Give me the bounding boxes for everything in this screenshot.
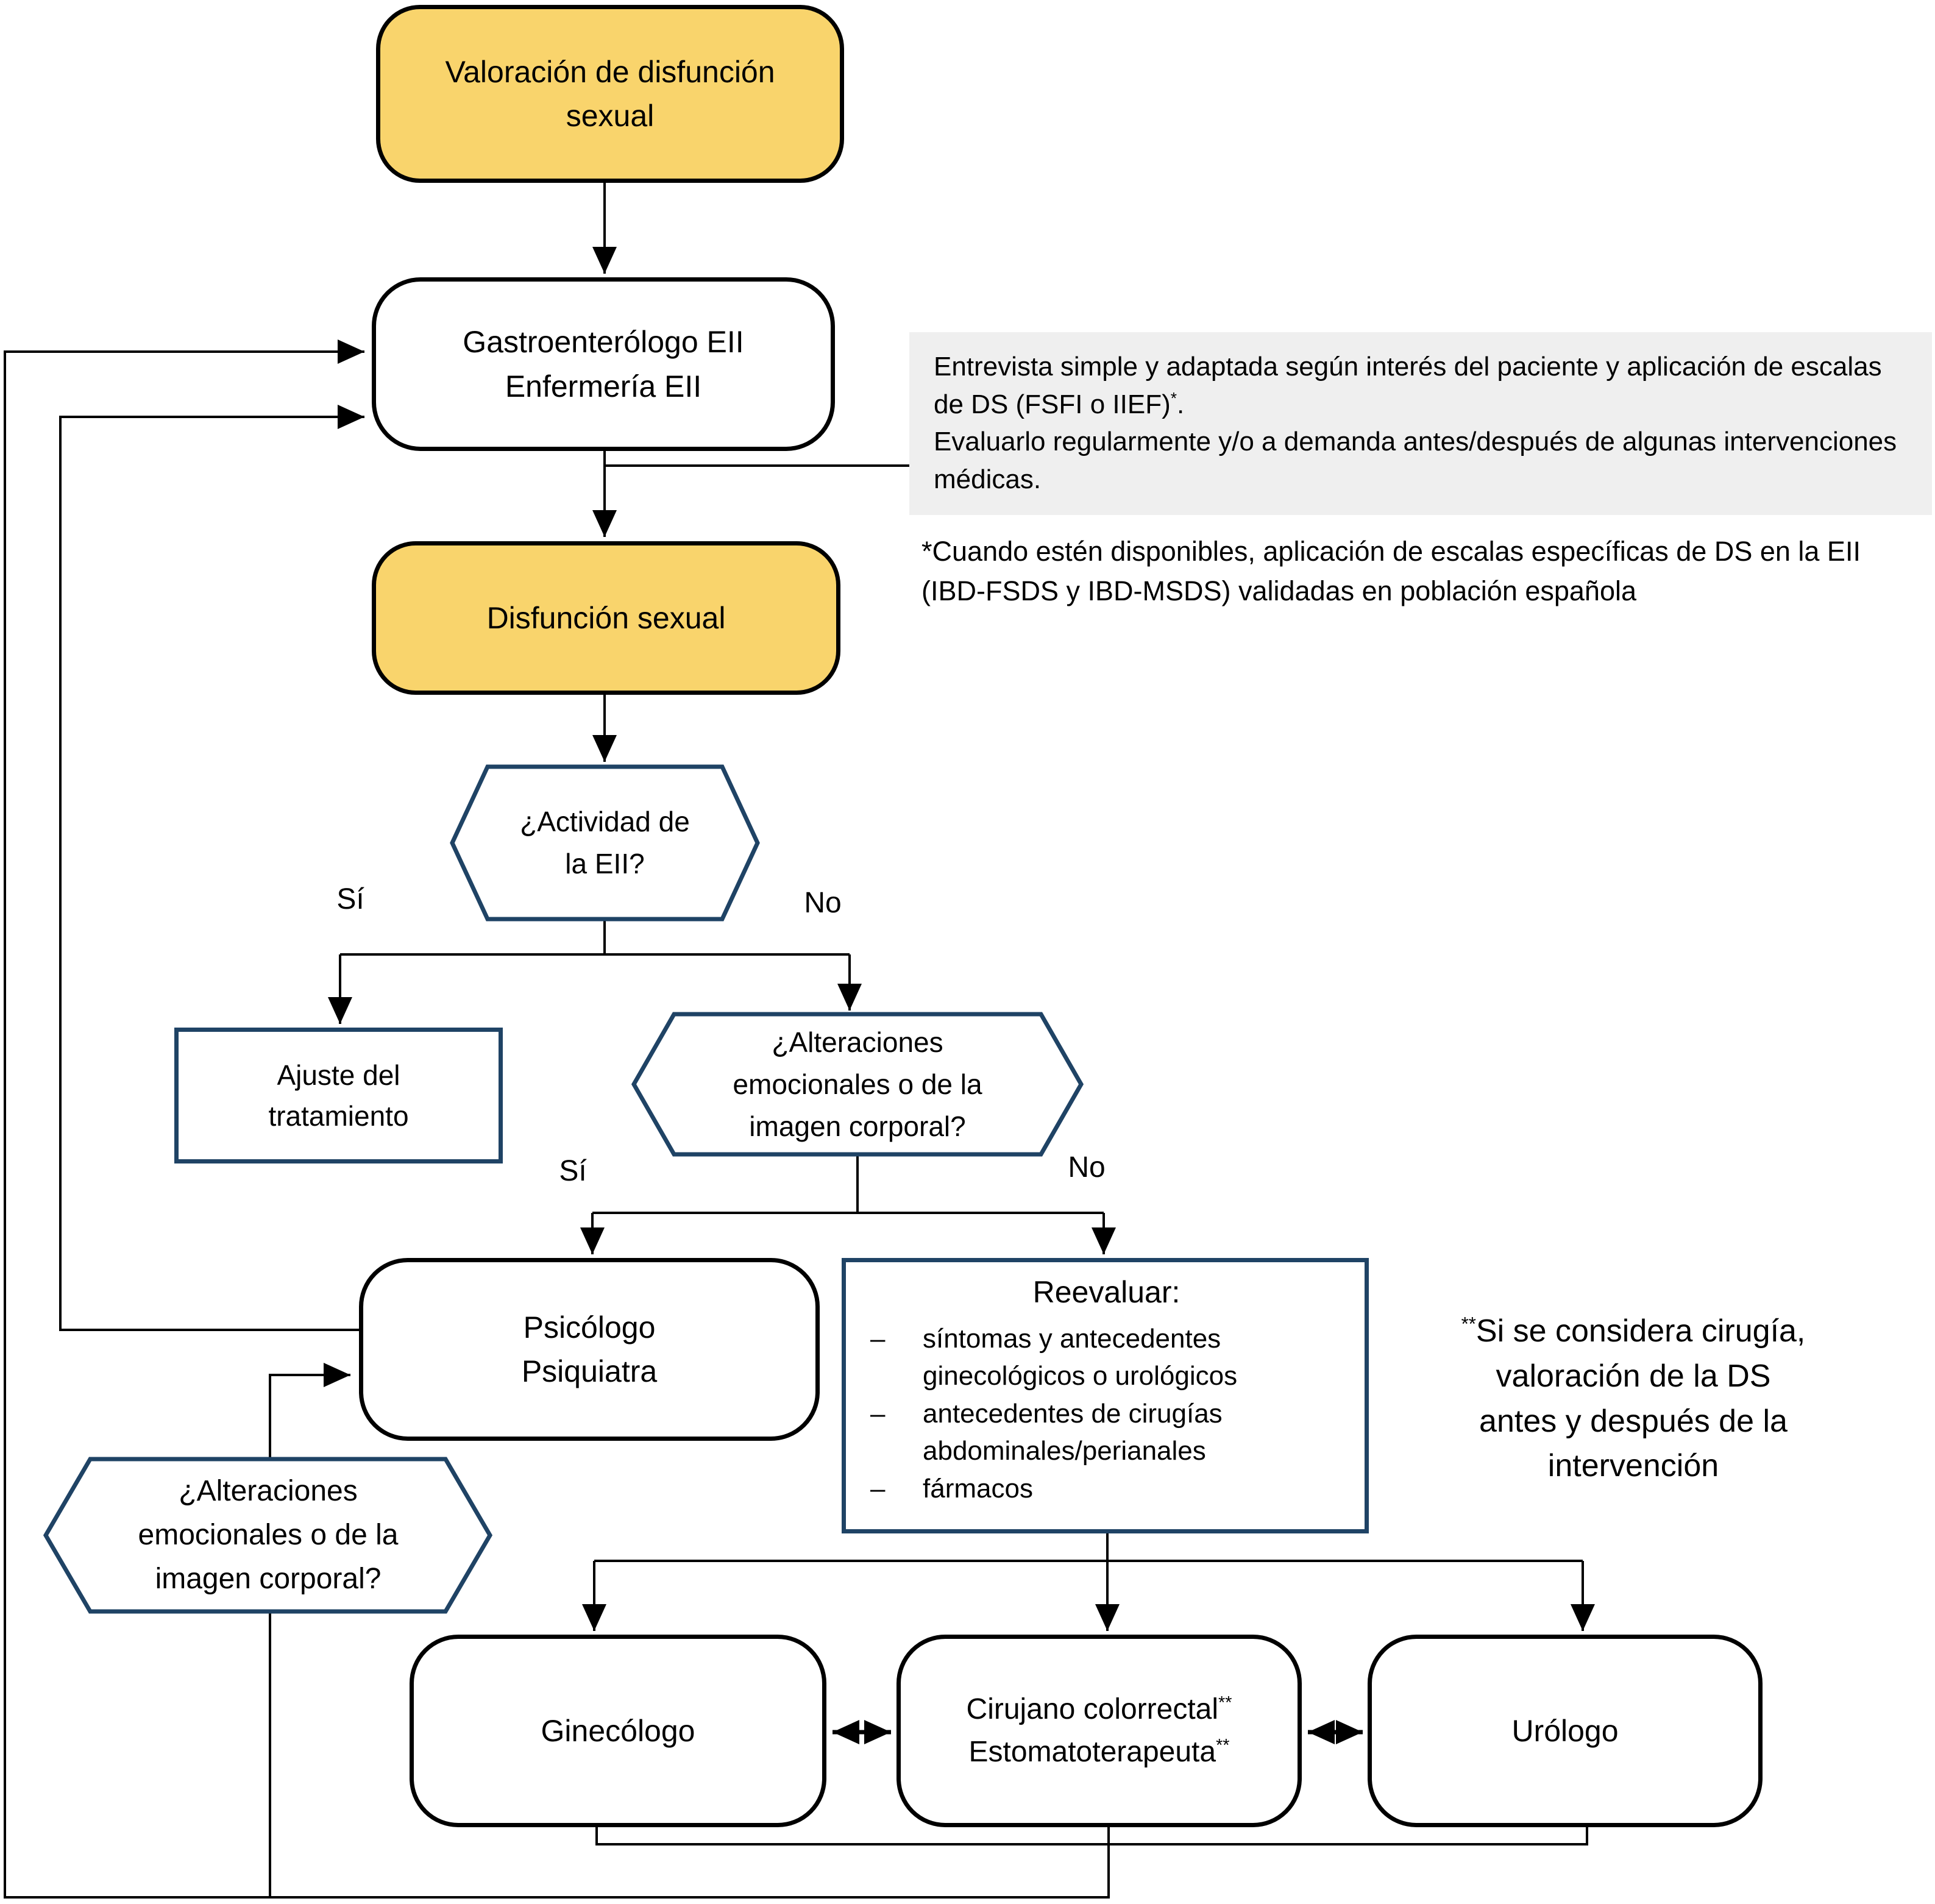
bullet-dash: – — [870, 1398, 886, 1429]
node-label: Urólogo — [1511, 1713, 1619, 1748]
note-text: Entrevista simple y adaptada según inter… — [934, 352, 1882, 419]
edge-bottom-hexleft-psicologo — [269, 1363, 350, 1897]
hexagon-label-alteraciones: ¿Alteraciones emocionales o de la imagen… — [664, 1023, 1051, 1146]
note-footnote-escalas: *Cuando estén disponibles, aplicación de… — [921, 536, 1861, 607]
node-label: Cirujano colorrectal — [966, 1693, 1219, 1726]
hex-line: ¿Alteraciones — [179, 1475, 358, 1507]
label-si-hex2: Sí — [559, 1155, 587, 1187]
node-label-line: Gastroenterólogo EII — [463, 325, 744, 359]
node-psicologo-psiquiatra: Psicólogo Psiquiatra — [359, 1258, 820, 1441]
hexagon-alteraciones-emocionales — [631, 1012, 1084, 1157]
node-label-line: Estomatoterapeuta** — [968, 1731, 1229, 1774]
hex-line: ¿Actividad de — [520, 806, 690, 837]
footnote-marker: ** — [1218, 1693, 1232, 1713]
hex-line: la EII? — [565, 848, 645, 879]
hex-line: imagen corporal? — [749, 1110, 966, 1142]
reevaluar-item: – antecedentes de cirugías abdominales/p… — [870, 1395, 1343, 1470]
reevaluar-item: – fármacos — [870, 1470, 1343, 1508]
node-label-line: Cirujano colorrectal** — [967, 1688, 1232, 1731]
hexagon-alteraciones-emocionales-left — [43, 1457, 493, 1614]
node-label: Disfunción sexual — [486, 600, 726, 635]
note-text: . — [1177, 389, 1185, 419]
footnote-marker: * — [1170, 388, 1177, 407]
hex-line: emocionales o de la — [733, 1068, 982, 1100]
node-gastroenterologo-eii: Gastroenterólogo EII Enfermería EII — [372, 277, 835, 451]
hex-line: imagen corporal? — [155, 1563, 382, 1595]
hex-line: emocionales o de la — [138, 1519, 399, 1551]
node-label: Valoración de disfunción sexual — [445, 54, 775, 133]
node-ginecologo: Ginecólogo — [410, 1635, 826, 1827]
node-label-line: Psiquiatra — [521, 1354, 658, 1388]
bullet-text: síntomas y antecedentes ginecológicos o … — [923, 1323, 1238, 1391]
edge-feedback-psicologo-gastro — [59, 405, 364, 1331]
node-label-line: Psicólogo — [523, 1310, 656, 1345]
bullet-text: antecedentes de cirugías abdominales/per… — [923, 1398, 1223, 1466]
node-valoracion-disfuncion-sexual: Valoración de disfunción sexual — [376, 5, 844, 183]
label-si-hex1: Sí — [336, 883, 364, 915]
reevaluar-title: Reevaluar: — [1032, 1275, 1181, 1309]
node-label-line: Ajuste del — [277, 1059, 400, 1091]
node-disfuncion-sexual: Disfunción sexual — [372, 541, 840, 695]
reevaluar-item: – síntomas y antecedentes ginecológicos … — [870, 1320, 1343, 1395]
hex-line: ¿Alteraciones — [772, 1026, 943, 1058]
note-entrevista: Entrevista simple y adaptada según inter… — [909, 332, 1932, 515]
node-ajuste-tratamiento: Ajuste del tratamiento — [174, 1028, 503, 1163]
label-no-hex2: No — [1068, 1151, 1106, 1184]
node-urologo: Urólogo — [1368, 1635, 1763, 1827]
hexagon-label-alteraciones-left: ¿Alteraciones emocionales o de la imagen… — [73, 1465, 463, 1605]
note-text: Si se considera cirugía, valoración de l… — [1475, 1313, 1806, 1484]
node-label-line: Enfermería EII — [505, 369, 702, 403]
node-reevaluar: Reevaluar: – síntomas y antecedentes gin… — [842, 1258, 1369, 1533]
edge-hex2-split — [592, 1154, 1104, 1214]
node-label: Ginecólogo — [541, 1713, 695, 1748]
hexagon-label-actividad-eii: ¿Actividad de la EII? — [452, 779, 758, 907]
note-entrevista-line2: Evaluarlo regularmente y/o a demanda ant… — [934, 427, 1897, 494]
node-cirujano-estomatoterapeuta: Cirujano colorrectal** Estomatoterapeuta… — [896, 1635, 1302, 1827]
footnote-marker: ** — [1216, 1736, 1230, 1755]
footnote-marker: ** — [1461, 1313, 1476, 1335]
hexagon-actividad-eii — [450, 764, 760, 922]
bullet-text: fármacos — [923, 1473, 1033, 1504]
node-label-line: tratamiento — [268, 1099, 409, 1132]
edge-reevaluar-split — [594, 1533, 1583, 1562]
bullet-dash: – — [870, 1323, 886, 1354]
note-entrevista-paragraph: Entrevista simple y adaptada según inter… — [934, 348, 1908, 423]
node-label: Estomatoterapeuta — [968, 1736, 1216, 1768]
bullet-dash: – — [870, 1473, 886, 1504]
edge-feedback-cirujano-gastro — [4, 339, 1110, 1899]
note-cirugia: **Si se considera cirugía, valoración de… — [1457, 1309, 1810, 1489]
edge-ginecologo-urologo-loop — [595, 1827, 1588, 1845]
label-no-hex1: No — [804, 887, 842, 919]
edge-hex1-split — [340, 919, 850, 956]
